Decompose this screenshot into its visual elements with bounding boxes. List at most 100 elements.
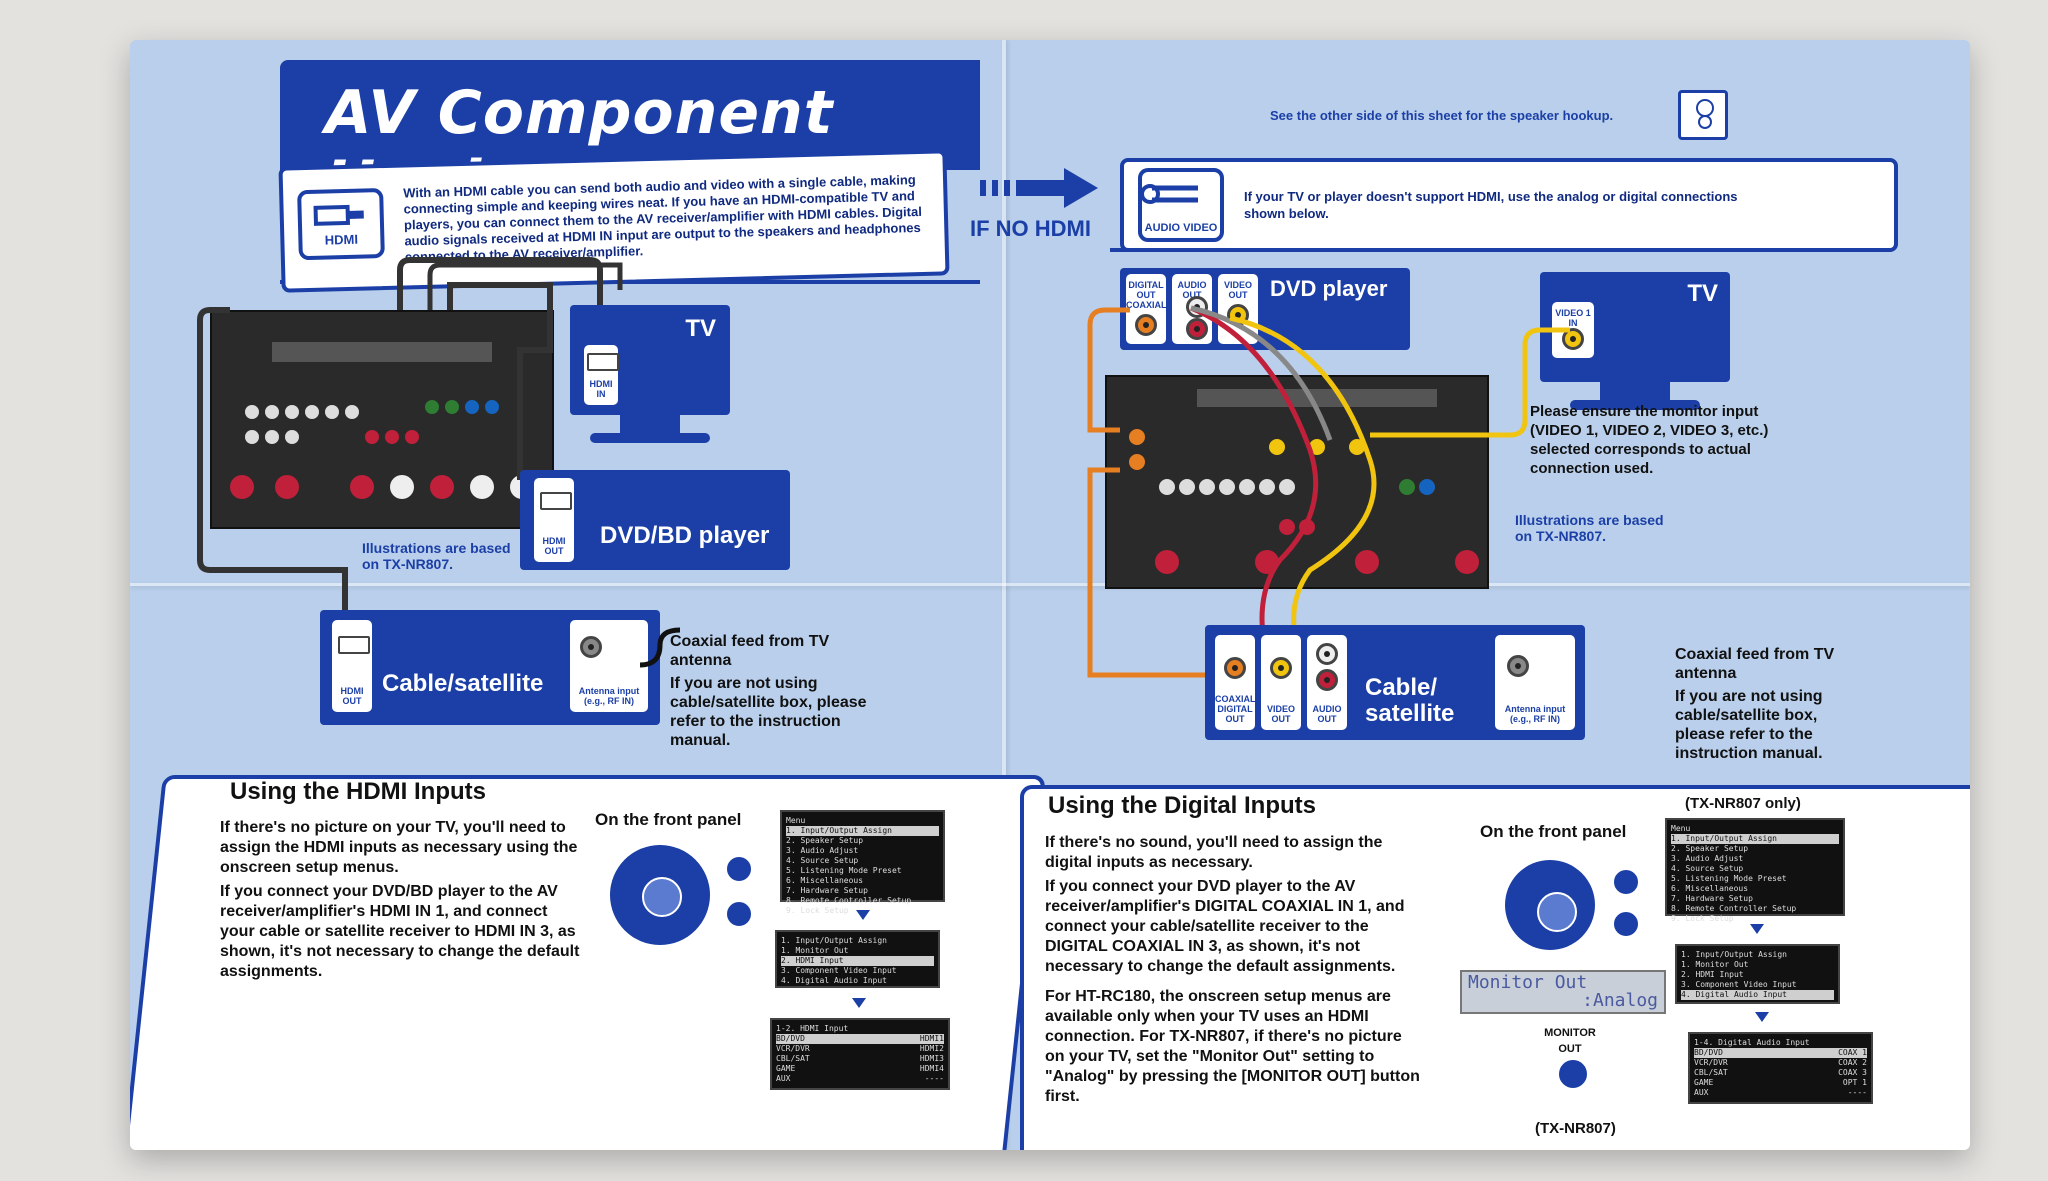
- hdmi-inputs-body: If there's no picture on your TV, you'll…: [220, 818, 580, 986]
- vertical-fold: [1002, 40, 1006, 1150]
- menu-item: 1-2. HDMI Input: [776, 1024, 849, 1033]
- antenna-cable-left: [639, 627, 681, 668]
- hdmi-inputs-p1: If there's no picture on your TV, you'll…: [220, 819, 578, 876]
- menu-item: 4. Source Setup: [786, 856, 859, 865]
- menu-item-value: HDMI4: [919, 1064, 944, 1073]
- menu-item: 7. Hardware Setup: [1671, 894, 1753, 903]
- horizontal-fold: [130, 583, 1970, 586]
- tv-base: [1570, 400, 1700, 410]
- menu-item: 2. HDMI Input: [781, 956, 934, 966]
- menu-item: 7. Hardware Setup: [786, 886, 868, 895]
- antenna-input-label-left: Antenna input (e.g., RF IN): [578, 686, 640, 706]
- analog-intro-box: AUDIO VIDEO If your TV or player doesn't…: [1120, 158, 1898, 252]
- dvd-digital-out-coaxial-port: DIGITAL OUT COAXIAL: [1126, 274, 1167, 344]
- dvd-player-right: DIGITAL OUT COAXIAL AUDIO OUT VIDEO OUT …: [1120, 268, 1410, 350]
- display-line-1: Monitor Out: [1468, 972, 1588, 993]
- tv-left: TV HDMI IN: [570, 305, 730, 415]
- coax-body-left: If you are not using cable/satellite box…: [670, 675, 867, 749]
- dvd-digital-out-label: DIGITAL OUT COAXIAL: [1126, 280, 1167, 310]
- audio-video-icon: AUDIO VIDEO: [1138, 168, 1224, 242]
- cable-video-out-port: VIDEO OUT: [1261, 635, 1301, 730]
- menu-item-value: COAX 2: [1838, 1058, 1867, 1067]
- setup-button-left[interactable]: [725, 855, 753, 883]
- dvd-audio-out-port: AUDIO OUT: [1172, 274, 1212, 344]
- menu-item: 1-4. Digital Audio Input: [1694, 1038, 1810, 1047]
- menu-item: 1. Input/Output Assign: [786, 826, 939, 836]
- tv-right-label: TV: [1687, 280, 1718, 307]
- tv-hdmi-in-port: HDMI IN: [584, 345, 619, 405]
- menu-item: 2. HDMI Input: [1681, 970, 1744, 979]
- left-illustration-note: Illustrations are based on TX-NR807.: [362, 540, 511, 572]
- return-button-right[interactable]: [1612, 910, 1640, 938]
- menu-item: 3. Audio Adjust: [786, 846, 859, 855]
- menu-item: 1. Input/Output Assign: [781, 936, 887, 945]
- cable-satellite-box-left: HDMI OUT Cable/satellite Antenna input (…: [320, 610, 660, 725]
- analog-cables: [1087, 305, 1570, 678]
- enter-dial-left[interactable]: [610, 845, 710, 945]
- analog-intro-text: If your TV or player doesn't support HDM…: [1244, 189, 1738, 221]
- hdmi-inputs-title: Using the HDMI Inputs: [230, 778, 486, 805]
- antenna-input-label-right: Antenna input (e.g., RF IN): [1504, 704, 1566, 724]
- menu-item: 1. Monitor Out: [1681, 960, 1749, 969]
- dvd-bd-player: DVD/BD player HDMI OUT: [520, 470, 790, 570]
- menu-item: 6. Miscellaneous: [1671, 884, 1749, 893]
- menu-item: 9. Lock Setup: [786, 906, 849, 915]
- down-arrow-icon: [1755, 1012, 1769, 1022]
- cable-satellite-label-right: Cable/ satellite: [1365, 674, 1455, 727]
- setup-button-right[interactable]: [1612, 868, 1640, 896]
- coax-note-right: Coaxial feed from TV antenna If you are …: [1675, 645, 1855, 763]
- tv-right: TV VIDEO 1 IN: [1540, 272, 1730, 382]
- enter-dial-right[interactable]: [1505, 860, 1595, 950]
- right-illustration-note: Illustrations are based on TX-NR807.: [1515, 512, 1664, 544]
- instruction-sheet: AV Component Hookup HDMI With an HDMI ca…: [130, 40, 1970, 1150]
- menu-item: 9. Lock Setup: [1671, 914, 1734, 923]
- monitor-out-button[interactable]: [1557, 1058, 1589, 1090]
- digital-inputs-title: Using the Digital Inputs: [1048, 792, 1316, 819]
- front-panel-label-right: On the front panel: [1480, 822, 1627, 841]
- digital-inputs-p1: If there's no sound, you'll need to assi…: [1045, 834, 1383, 871]
- menu-item-value: COAX 3: [1838, 1068, 1867, 1077]
- menu-item-value: HDMI2: [919, 1044, 944, 1053]
- cable-audio-out-port: AUDIO OUT: [1307, 635, 1347, 730]
- menu-item: 6. Miscellaneous: [786, 876, 864, 885]
- coax-title-left: Coaxial feed from TV antenna: [670, 633, 830, 669]
- audio-video-label: AUDIO VIDEO: [1144, 222, 1218, 234]
- if-no-hdmi-label: IF NO HDMI: [970, 216, 1091, 241]
- menu-item: 4. Digital Audio Input: [1681, 990, 1834, 1000]
- tv-video1-in-port: VIDEO 1 IN: [1552, 302, 1594, 358]
- antenna-input-port-left: Antenna input (e.g., RF IN): [570, 620, 648, 712]
- menu-item: 1. Input/Output Assign: [1671, 834, 1839, 844]
- monitor-out-label: MONITOR OUT: [1544, 1027, 1596, 1055]
- digital-inputs-p2: If you connect your DVD player to the AV…: [1045, 878, 1405, 975]
- coax-title-right: Coaxial feed from TV antenna: [1675, 646, 1835, 682]
- menu-item: 3. Component Video Input: [781, 966, 897, 975]
- menu-item: 5. Listening Mode Preset: [786, 866, 902, 875]
- dvd-video-out-port: VIDEO OUT: [1218, 274, 1258, 344]
- av-receiver-back-panel-right: [1105, 375, 1489, 589]
- cable-hdmi-out-label: HDMI OUT: [340, 686, 364, 706]
- front-panel-label-left: On the front panel: [595, 810, 742, 829]
- dvd-player-right-label: DVD player: [1270, 276, 1388, 301]
- coax-body-right: If you are not using cable/satellite box…: [1675, 688, 1823, 762]
- front-panel-display: Monitor Out :Analog: [1460, 970, 1666, 1014]
- coax-note-left: Coaxial feed from TV antenna If you are …: [670, 632, 870, 750]
- menu-item-value: OPT 1: [1842, 1078, 1867, 1087]
- menu-item: 4. Digital Audio Input: [781, 976, 887, 985]
- hdmi-icon: HDMI: [297, 188, 385, 261]
- menu-item: 3. Audio Adjust: [1671, 854, 1744, 863]
- menu-item: 5. Listening Mode Preset: [1671, 874, 1787, 883]
- return-button-left[interactable]: [725, 900, 753, 928]
